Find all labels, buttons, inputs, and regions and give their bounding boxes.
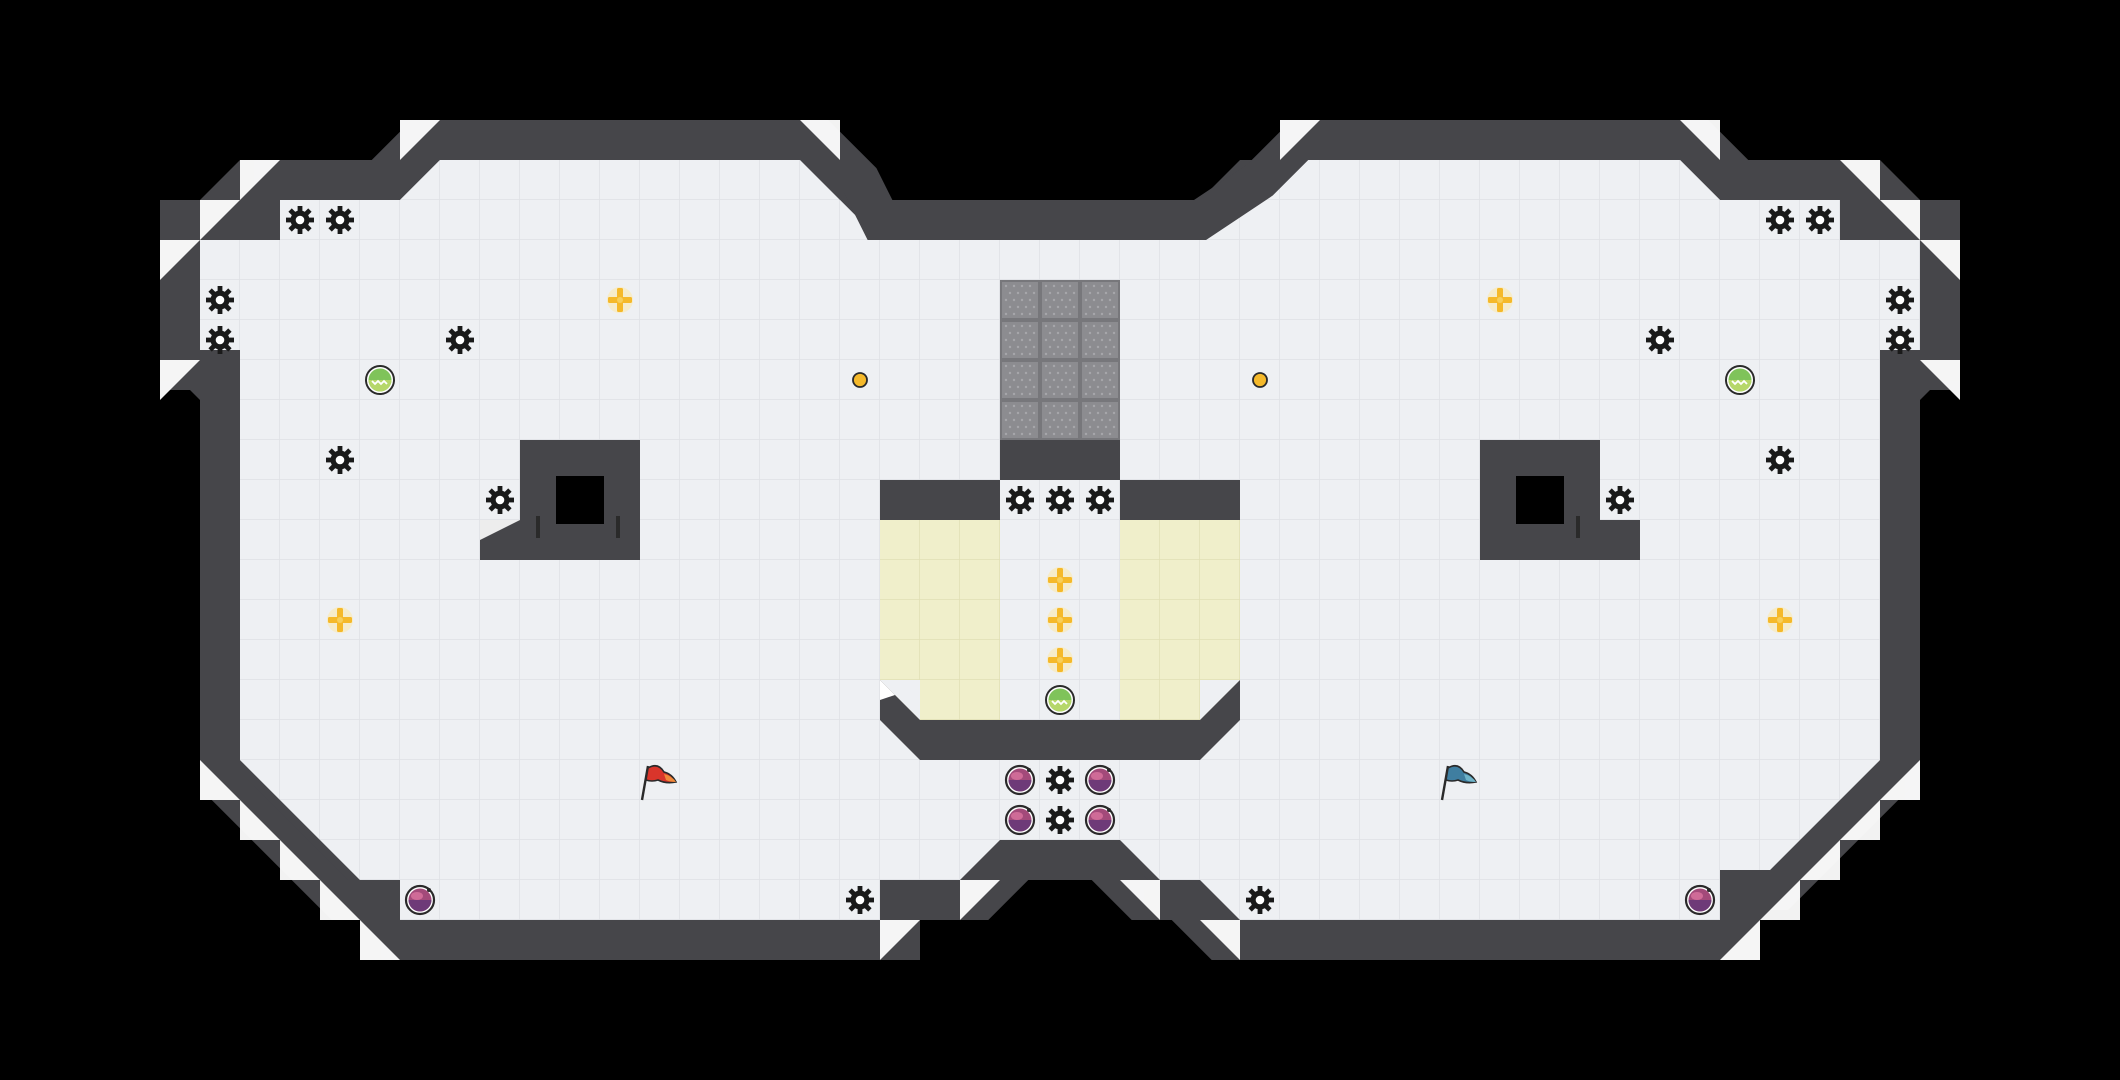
- powerup: [365, 365, 395, 395]
- playfield-floor: [200, 160, 1920, 920]
- spike: [486, 486, 514, 514]
- left-pillar: [480, 440, 640, 560]
- spike: [206, 326, 234, 354]
- spike: [326, 446, 354, 474]
- spike: [1766, 446, 1794, 474]
- spike: [1006, 486, 1034, 514]
- powerup: [1045, 685, 1075, 715]
- spike: [206, 286, 234, 314]
- center-structure: [880, 280, 1240, 760]
- spike: [1046, 806, 1074, 834]
- powerup: [1725, 365, 1755, 395]
- boost: [1047, 567, 1073, 593]
- right-pillar: [1480, 440, 1640, 560]
- spike: [1606, 486, 1634, 514]
- bomb: [1004, 804, 1036, 836]
- spike: [1046, 766, 1074, 794]
- spike: [1086, 486, 1114, 514]
- boost: [1047, 607, 1073, 633]
- markers: [852, 372, 1268, 388]
- spike: [446, 326, 474, 354]
- boost: [607, 287, 633, 313]
- bomb: [404, 884, 436, 916]
- spike: [1046, 486, 1074, 514]
- blue-flag[interactable]: [1440, 764, 1478, 801]
- boost: [327, 607, 353, 633]
- red-flag[interactable]: [640, 764, 678, 801]
- spike: [1886, 286, 1914, 314]
- center-gate: [1000, 280, 1120, 440]
- bomb: [1004, 764, 1036, 796]
- spike: [846, 886, 874, 914]
- boost: [1487, 287, 1513, 313]
- left-portal[interactable]: [556, 476, 604, 524]
- spike: [1886, 326, 1914, 354]
- spike: [286, 206, 314, 234]
- spike: [326, 206, 354, 234]
- spike: [1646, 326, 1674, 354]
- right-portal[interactable]: [1516, 476, 1564, 524]
- wall-bevels: [160, 120, 1960, 960]
- bomb: [1084, 764, 1116, 796]
- boost: [1767, 607, 1793, 633]
- spike: [1806, 206, 1834, 234]
- spike: [1766, 206, 1794, 234]
- bomb: [1084, 804, 1116, 836]
- bomb: [1684, 884, 1716, 916]
- spike: [1246, 886, 1274, 914]
- boost: [1047, 647, 1073, 673]
